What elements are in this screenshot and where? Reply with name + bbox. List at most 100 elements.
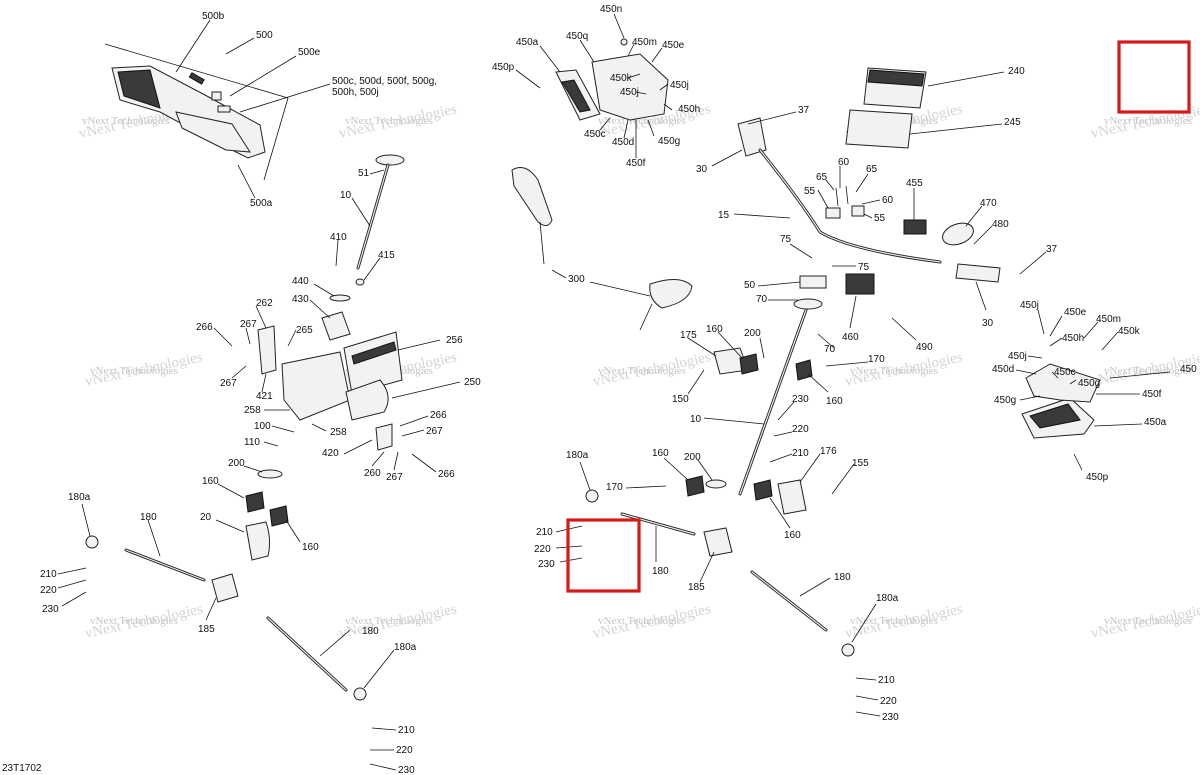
tie-rod-center[interactable]	[585, 489, 855, 657]
label-455: 455	[906, 178, 923, 189]
ring-200[interactable]	[257, 469, 283, 479]
switch-455[interactable]	[903, 219, 927, 235]
label-220-c: 220	[792, 424, 809, 435]
label-450j-right: 450j	[1020, 300, 1039, 311]
pad-245[interactable]	[845, 109, 913, 149]
label-450m-right: 450m	[1096, 314, 1121, 325]
ball-joint-180a-b[interactable]	[353, 687, 367, 701]
handguard-frame-450q[interactable]	[591, 53, 669, 121]
clamp-55[interactable]	[825, 207, 841, 219]
label-430: 430	[292, 294, 309, 305]
label-37-top: 37	[798, 105, 810, 116]
bushing-160-c3[interactable]	[753, 479, 773, 501]
label-500e: 500e	[298, 47, 321, 58]
steering-column-left[interactable]	[321, 154, 405, 341]
clamp-500e[interactable]	[211, 91, 222, 101]
bracket-176[interactable]	[777, 479, 807, 515]
ring-200-c2[interactable]	[705, 479, 727, 489]
lower-left-parts[interactable]	[245, 469, 289, 561]
adjuster-185-c[interactable]	[703, 527, 733, 557]
watermark: vNext Technologies	[345, 115, 433, 127]
watermark: vNext Technologies	[850, 365, 938, 377]
handlebar-tube-inner	[759, 149, 941, 263]
label-300: 300	[568, 274, 585, 285]
watermark: vNext Technologies	[844, 601, 965, 642]
motor-250[interactable]	[345, 379, 389, 421]
label-450k-right: 450k	[1118, 326, 1141, 337]
bushing-160-c1[interactable]	[739, 353, 759, 375]
label-450c-top: 450c	[584, 129, 606, 140]
handguard-assembly-top[interactable]	[555, 38, 669, 121]
bushing-160[interactable]	[245, 491, 265, 513]
bolt-500b[interactable]	[188, 72, 205, 85]
spacer-500c[interactable]	[217, 105, 231, 113]
label-10-c: 10	[690, 414, 702, 425]
ball-joint-180a-c[interactable]	[585, 489, 599, 503]
handlebar-pads[interactable]	[845, 67, 927, 149]
clamp-55b[interactable]	[851, 205, 865, 217]
handguard-assembly-right[interactable]	[1021, 363, 1101, 439]
callouts-450-right: 450j 450e 450m 450h 450k 450j 450d 450c …	[992, 300, 1197, 483]
label-170-c2: 170	[606, 482, 623, 493]
nut-415[interactable]	[355, 278, 365, 286]
mirror-assembly[interactable]	[511, 167, 693, 331]
watermark: vNext Technologies	[338, 101, 459, 142]
label-70b: 70	[824, 344, 836, 355]
watermark: vNext Technologies	[90, 615, 178, 627]
tether-470[interactable]	[940, 219, 977, 249]
callouts-center-column: 70 175 160 200 170 150 160 10 230 220 21…	[606, 324, 885, 541]
steering-gearbox[interactable]	[281, 351, 351, 421]
callouts-500: 500b 500 500e 500c, 500d, 500f, 500g, 50…	[175, 11, 437, 209]
tie-rod-left-1[interactable]	[85, 535, 367, 701]
label-110: 110	[244, 437, 260, 448]
grip-30-left[interactable]	[737, 117, 767, 157]
power-steering-unit[interactable]	[257, 325, 403, 451]
bushing-160-c4[interactable]	[685, 475, 705, 497]
screw-450n[interactable]	[620, 38, 628, 46]
watermark: vNext Technologies	[84, 601, 205, 642]
callouts-handlebar: 37 30 60 65 65 60 55 55 15 455 470 480 7…	[696, 105, 1058, 353]
steering-column-center[interactable]	[685, 298, 823, 515]
label-180a-l2: 180a	[394, 642, 417, 653]
label-75b: 75	[858, 262, 870, 273]
handguard-frame-right[interactable]	[1025, 363, 1101, 403]
handguard-assembly-left[interactable]	[104, 43, 289, 181]
label-258a: 258	[244, 405, 261, 416]
pitman-arm-20[interactable]	[245, 521, 271, 561]
boot-430[interactable]	[321, 311, 351, 341]
label-180-c: 180	[652, 566, 669, 577]
label-260: 260	[364, 468, 381, 479]
label-230-c: 230	[792, 394, 809, 405]
label-180a-c2: 180a	[876, 593, 899, 604]
clamp-50[interactable]	[799, 275, 827, 289]
label-450e-top: 450e	[662, 40, 685, 51]
label-200-c: 200	[744, 328, 761, 339]
label-450d-right: 450d	[992, 364, 1014, 375]
ring-440[interactable]	[329, 294, 351, 302]
label-262: 262	[256, 298, 273, 309]
handguard-500a-lower	[175, 111, 251, 153]
ball-joint-180a-c2[interactable]	[841, 643, 855, 657]
bracket-260[interactable]	[375, 423, 393, 451]
label-220-c3: 220	[880, 696, 897, 707]
label-440: 440	[292, 276, 309, 287]
adjuster-185[interactable]	[211, 573, 239, 603]
label-500a: 500a	[250, 198, 273, 209]
handlebar-tube	[758, 148, 942, 264]
control-460[interactable]	[845, 273, 875, 295]
ball-joint-180a[interactable]	[85, 535, 99, 549]
label-210-l1: 210	[40, 569, 57, 580]
bushing-160-c2[interactable]	[795, 359, 813, 381]
handlebar-assembly[interactable]	[737, 117, 1001, 295]
label-185-l: 185	[198, 624, 215, 635]
label-15: 15	[718, 210, 730, 221]
mirror-right[interactable]	[649, 279, 693, 309]
label-450k-top: 450k	[610, 73, 633, 84]
bushing-160b[interactable]	[269, 505, 289, 527]
grip-30-right[interactable]	[955, 263, 1001, 283]
label-450j-top2: 450j	[620, 87, 639, 98]
mirror-left[interactable]	[511, 167, 553, 226]
bracket-262[interactable]	[257, 325, 277, 375]
label-500c-group: 500c, 500d, 500f, 500g,	[332, 76, 437, 87]
